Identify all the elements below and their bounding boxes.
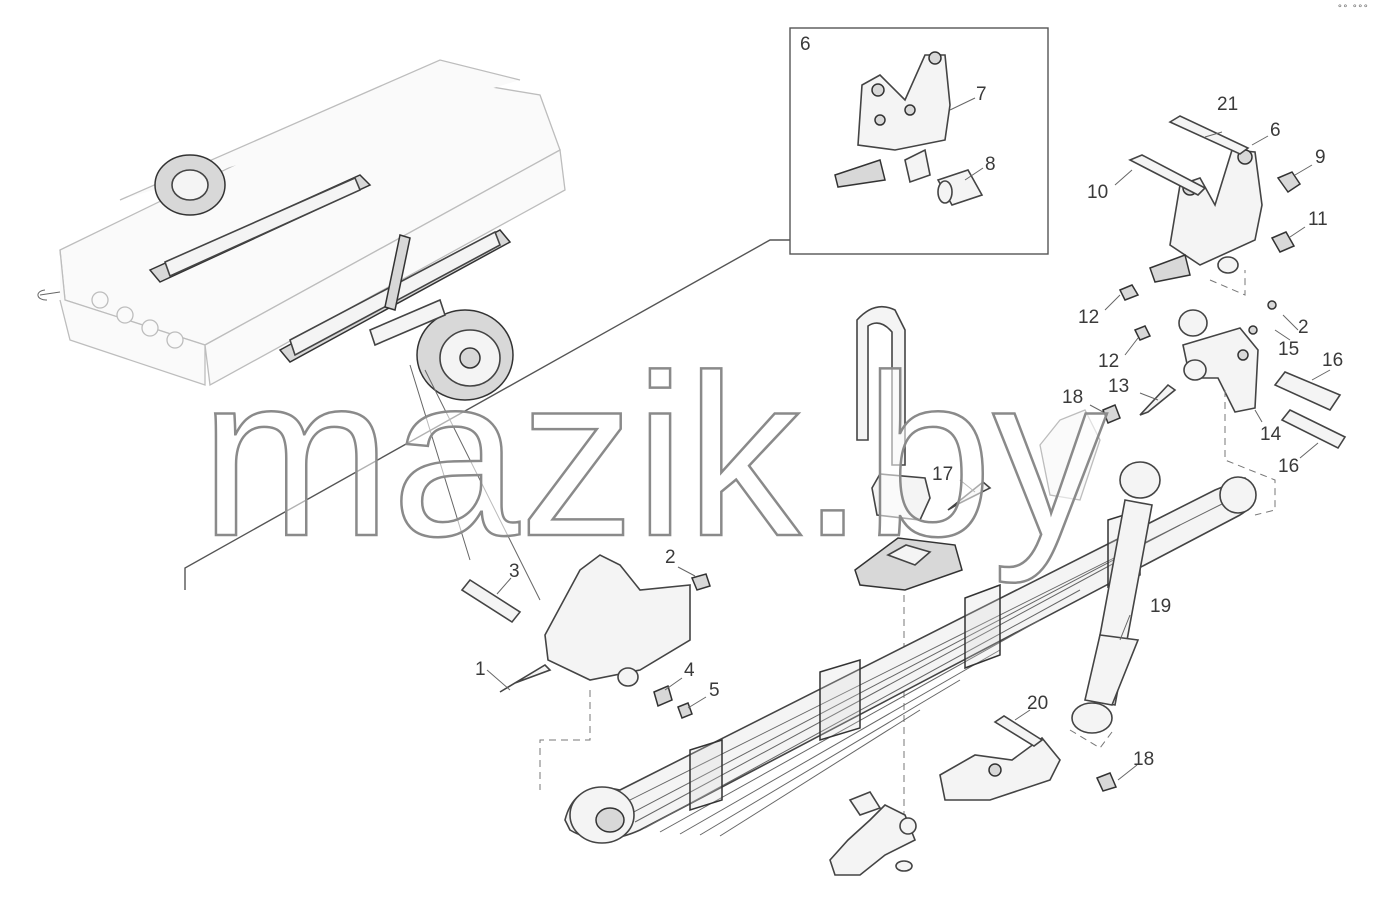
spring-shackle — [1118, 284, 1347, 516]
front-spring-bracket — [460, 554, 711, 790]
callout-1: 1 — [475, 659, 486, 680]
truck-frame-overview — [37, 59, 566, 401]
lower-axle-brackets — [829, 715, 1118, 876]
callout-18: 18 — [1133, 749, 1154, 770]
callout-14: 14 — [1260, 424, 1282, 445]
shock-absorber — [1069, 461, 1161, 749]
callout-18: 18 — [1062, 387, 1083, 408]
callout-11: 11 — [1308, 209, 1328, 230]
watermark-text: mazik.by — [200, 327, 1107, 584]
callout-7: 7 — [976, 84, 987, 105]
callout-21: 21 — [1217, 94, 1238, 115]
callout-3: 3 — [509, 561, 520, 582]
callout-19: 19 — [1150, 596, 1171, 617]
callout-labels: 1 2 2 3 4 5 6 6 7 8 9 10 11 12 12 13 14 … — [475, 34, 1343, 770]
callout-12: 12 — [1078, 307, 1099, 328]
leader-line-hub — [409, 364, 541, 601]
corner-mark: °° °°° — [1337, 4, 1369, 14]
callout-15: 15 — [1278, 339, 1299, 360]
callout-16: 16 — [1322, 350, 1343, 371]
detail-inset-box — [789, 27, 1049, 255]
callout-6-inset: 6 — [800, 34, 811, 55]
rear-hanger-bracket — [1128, 115, 1302, 296]
callout-2: 2 — [1298, 317, 1309, 338]
callout-17: 17 — [932, 464, 953, 485]
callout-20: 20 — [1027, 693, 1048, 714]
callout-6: 6 — [1270, 120, 1281, 141]
main-leaf-spring — [564, 476, 1257, 844]
callout-16: 16 — [1278, 456, 1299, 477]
callout-13: 13 — [1108, 376, 1129, 397]
callout-9: 9 — [1315, 147, 1326, 168]
callout-8: 8 — [985, 154, 996, 175]
callout-10: 10 — [1087, 182, 1108, 203]
callout-leader-lines — [486, 131, 1331, 781]
callout-4: 4 — [684, 660, 695, 681]
frame-bracket-ghost — [1039, 409, 1101, 501]
callout-2: 2 — [665, 547, 676, 568]
callout-12: 12 — [1098, 351, 1119, 372]
leader-line-overview — [184, 239, 790, 590]
u-bolt-group — [854, 305, 1121, 835]
callout-5: 5 — [709, 680, 720, 701]
